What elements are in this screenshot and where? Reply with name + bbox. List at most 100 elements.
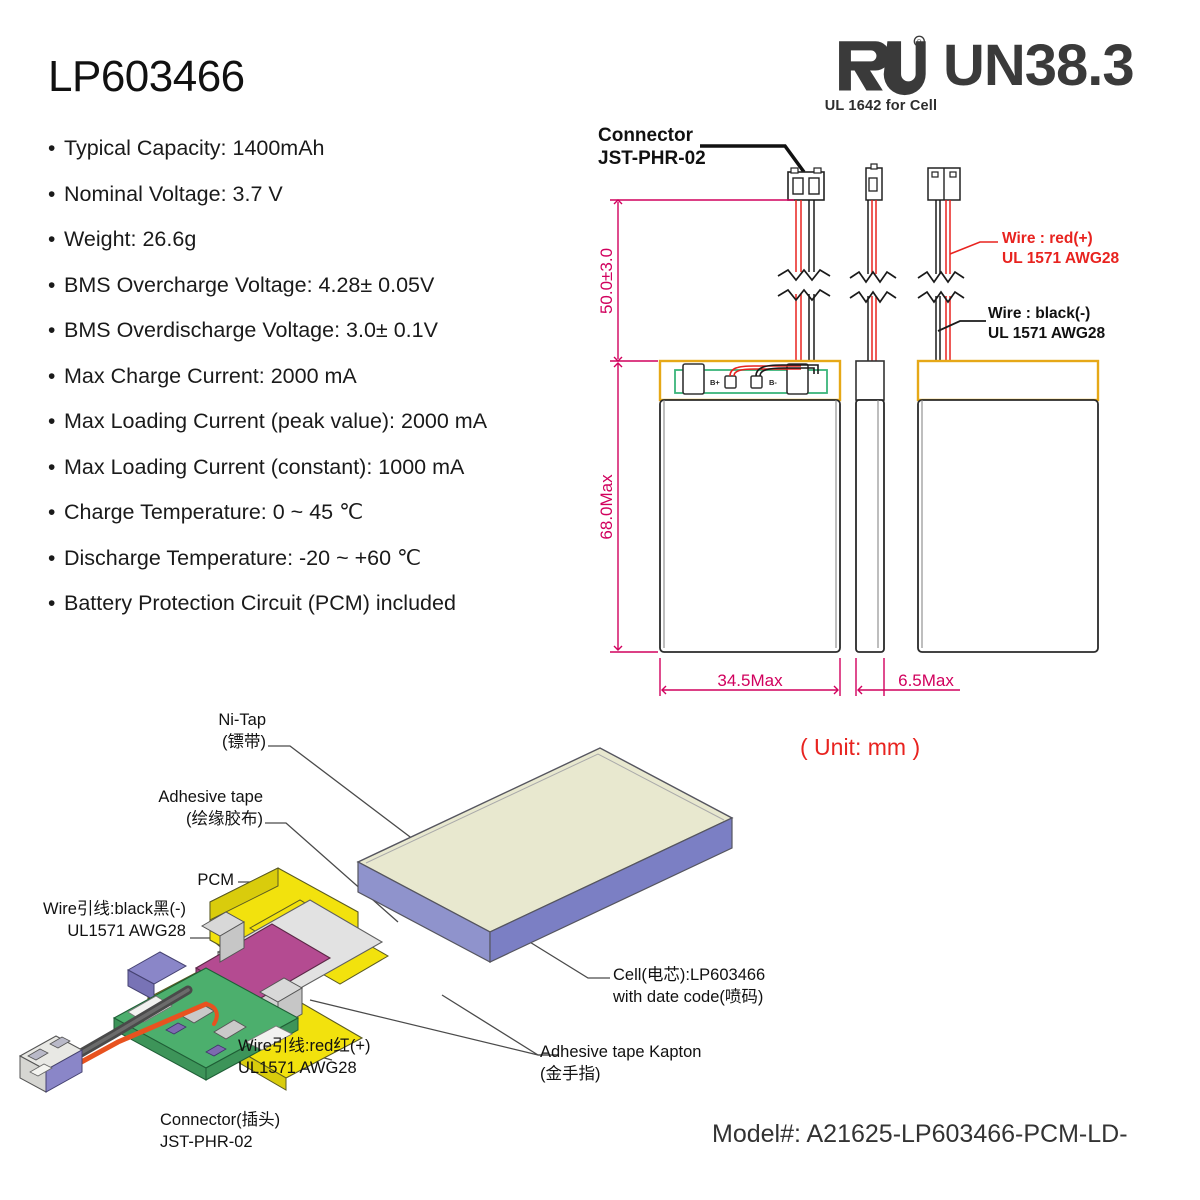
spec-text: Charge Temperature: 0 ~ 45 ℃ xyxy=(64,500,364,524)
wire-black-leader xyxy=(937,320,986,332)
spec-text: BMS Overdischarge Voltage: 3.0± 0.1V xyxy=(64,318,438,342)
bullet-icon: • xyxy=(48,319,56,342)
iso-label-line1: Ni-Tap xyxy=(218,711,266,729)
connector-callout-line1: Connector xyxy=(598,125,693,146)
list-item: • Discharge Temperature: -20 ~ +60 ℃ xyxy=(48,545,588,594)
dim-height-wire-label: 50.0±3.0 xyxy=(597,248,616,314)
dimension-lines xyxy=(610,199,960,696)
spec-text: Weight: 26.6g xyxy=(64,227,197,251)
iso-label-wire-red: Wire引线:red红(+) UL1571 AWG28 xyxy=(238,1036,438,1080)
connector-housing-rear xyxy=(927,167,961,201)
iso-label-line2: with date code(喷码) xyxy=(613,987,764,1006)
spec-text: Nominal Voltage: 3.7 V xyxy=(64,181,283,206)
side-view xyxy=(849,163,897,653)
wire-black-front xyxy=(808,200,815,362)
exploded-assembly-svg xyxy=(18,745,734,1093)
spec-text: Max Loading Current (constant): 1000 mA xyxy=(64,454,465,479)
pcm-pad-bplus-label: B+ xyxy=(710,378,720,387)
technical-drawing: B+ B- xyxy=(588,124,1192,774)
iso-label-line2: (镖带) xyxy=(222,732,266,751)
technical-drawing-svg: B+ B- xyxy=(597,144,1100,696)
bullet-icon: • xyxy=(48,501,56,524)
wire-red-front xyxy=(795,200,802,362)
list-item: • Typical Capacity: 1400mAh xyxy=(48,136,588,184)
dim-width-side-label: 6.5Max xyxy=(898,671,954,690)
cell-body-front xyxy=(659,399,841,653)
pcm-module-side xyxy=(855,360,885,401)
pcm-module-rear xyxy=(916,359,1100,402)
exploded-assembly-diagram: Ni-Tap (镖带) Adhesive tape (绘缘胶布) PCM Wir… xyxy=(10,700,800,1170)
connector-housing-side xyxy=(865,163,883,201)
iso-label-connector: Connector(插头) JST-PHR-02 xyxy=(160,1110,360,1154)
bullet-icon: • xyxy=(48,455,56,479)
page-title: LP603466 xyxy=(48,52,245,101)
model-number: Model#: A21625-LP603466-PCM-LD- xyxy=(712,1120,1128,1148)
connector-housing-front xyxy=(787,167,825,201)
wire-red-callout-line1: Wire : red(+) xyxy=(1002,230,1093,247)
iso-label-line2: JST-PHR-02 xyxy=(160,1132,253,1151)
wire-red-rear xyxy=(945,200,951,361)
wire-red-callout-line2: UL 1571 AWG28 xyxy=(1002,250,1120,268)
iso-label-line1: Wire引线:red红(+) xyxy=(238,1037,371,1055)
spec-text: Discharge Temperature: -20 ~ +60 ℃ xyxy=(64,545,422,570)
ul-certification: R UL 1642 for Cell xyxy=(816,34,946,114)
wire-black-callout: Wire : black(-) UL 1571 AWG28 xyxy=(988,304,1105,344)
iso-label-line1: Connector(插头) xyxy=(160,1111,281,1129)
dim-height-body-label: 68.0Max xyxy=(597,474,616,540)
list-item: • Charge Temperature: 0 ~ 45 ℃ xyxy=(48,500,588,548)
list-item: • BMS Overdischarge Voltage: 3.0± 0.1V xyxy=(48,318,588,366)
iso-label-line1: Adhesive tape xyxy=(158,788,263,806)
spec-text: Typical Capacity: 1400mAh xyxy=(64,136,325,160)
bullet-icon: • xyxy=(48,592,56,615)
spec-text: Max Charge Current: 2000 mA xyxy=(64,363,357,388)
iso-label-line1: Cell(电芯):LP603466 xyxy=(613,966,766,984)
wire-red-callout: Wire : red(+) UL 1571 AWG28 xyxy=(1002,229,1119,269)
iso-label-line1: PCM xyxy=(197,871,234,889)
cell-body-rear xyxy=(917,399,1099,653)
wire-red-leader xyxy=(949,241,998,255)
connector-callout: Connector JST-PHR-02 xyxy=(598,124,706,170)
break-symbol-side xyxy=(849,270,897,304)
pcm-pad-bminus-label: B- xyxy=(769,378,777,387)
pcm-module-front: B+ B- xyxy=(658,359,842,402)
list-item: • Weight: 26.6g xyxy=(48,227,588,275)
break-symbol-rear xyxy=(917,270,965,304)
connector-leader xyxy=(700,144,806,174)
list-item: • Battery Protection Circuit (PCM) inclu… xyxy=(48,591,588,639)
iso-label-wire-black: Wire引线:black黑(-) UL1571 AWG28 xyxy=(10,899,186,943)
bullet-icon: • xyxy=(48,364,56,388)
bullet-icon: • xyxy=(48,410,56,433)
iso-label-line1: Adhesive tape Kapton xyxy=(540,1043,702,1061)
certification-group: R UL 1642 for Cell UN38.3 xyxy=(808,30,1188,120)
ul-listed-mark-icon: R xyxy=(839,35,926,96)
iso-label-line2: (绘缘胶布) xyxy=(186,809,263,828)
wire-black-callout-line2: UL 1571 AWG28 xyxy=(988,325,1106,343)
bullet-icon: • xyxy=(48,546,56,570)
iso-label-line2: (金手指) xyxy=(540,1064,601,1083)
iso-label-line2: UL1571 AWG28 xyxy=(67,921,186,940)
wire-red-side xyxy=(871,200,877,379)
bullet-icon: • xyxy=(48,137,56,160)
rear-view xyxy=(916,167,1100,653)
cell-3d xyxy=(356,747,734,963)
wire-black-rear xyxy=(935,200,941,361)
wire-black-callout-line1: Wire : black(-) xyxy=(988,305,1091,322)
bullet-icon: • xyxy=(48,228,56,251)
iso-label-ni-tap: Ni-Tap (镖带) xyxy=(140,710,266,754)
unit-note: ( Unit: mm ) xyxy=(800,734,921,760)
connector-callout-line2: JST-PHR-02 xyxy=(598,148,706,170)
iso-label-pcm: PCM xyxy=(160,870,234,892)
list-item: • Max Loading Current (constant): 1000 m… xyxy=(48,454,588,503)
break-symbol-front xyxy=(777,268,831,302)
specification-list: • Typical Capacity: 1400mAh • Nominal Vo… xyxy=(48,136,588,639)
front-view: B+ B- xyxy=(658,167,842,653)
spec-text: BMS Overcharge Voltage: 4.28± 0.05V xyxy=(64,272,435,297)
spec-text: Battery Protection Circuit (PCM) include… xyxy=(64,591,456,615)
un383-label: UN38.3 xyxy=(943,33,1135,98)
cell-body-side xyxy=(855,399,885,653)
ul-caption: UL 1642 for Cell xyxy=(824,98,938,114)
list-item: • BMS Overcharge Voltage: 4.28± 0.05V xyxy=(48,272,588,321)
iso-label-cell: Cell(电芯):LP603466 with date code(喷码) xyxy=(613,965,803,1009)
bullet-icon: • xyxy=(48,182,56,206)
iso-label-kapton-tape: Adhesive tape Kapton (金手指) xyxy=(540,1042,740,1086)
